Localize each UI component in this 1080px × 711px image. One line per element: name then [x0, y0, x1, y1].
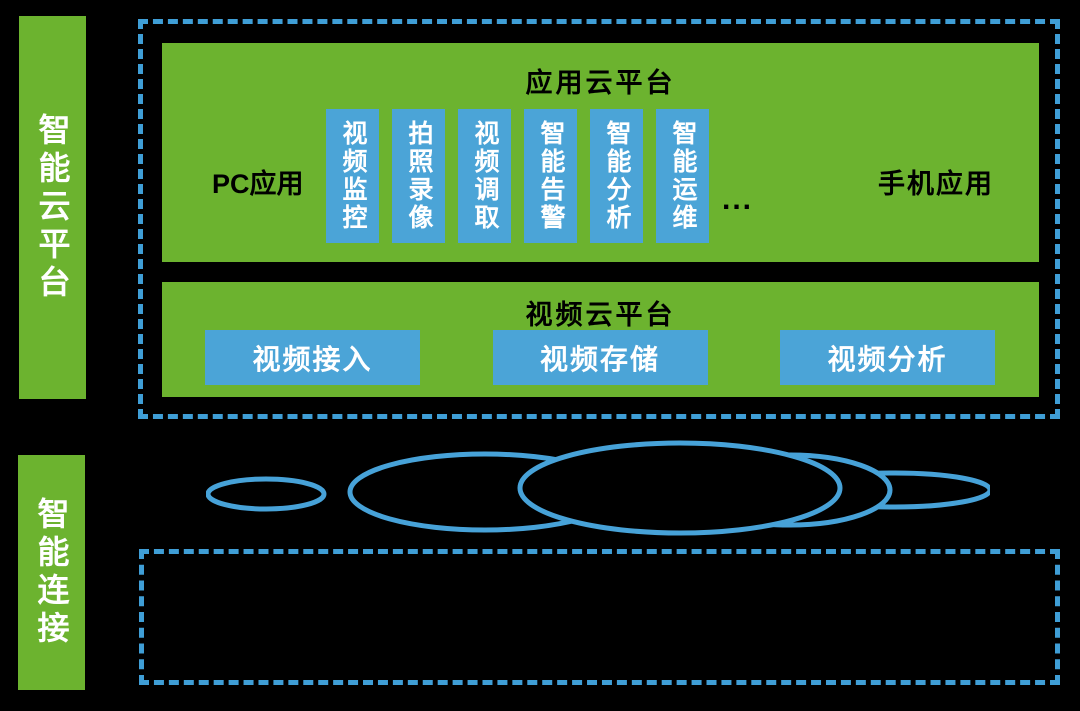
module-tile-photo-record: 拍照录像	[392, 109, 445, 243]
app-cloud-platform-box: 应用云平台 PC应用 视频监控 拍照录像 视频调取 智能告警 智能分析	[162, 43, 1039, 262]
smart-cloud-platform-group: 应用云平台 PC应用 视频监控 拍照录像 视频调取 智能告警 智能分析	[138, 19, 1060, 419]
module-tile-video-retrieve: 视频调取	[458, 109, 511, 243]
module-tile-label: 智能运维	[669, 120, 697, 232]
module-tile-smart-alert: 智能告警	[524, 109, 577, 243]
video-cloud-platform-box: 视频云平台 视频接入 视频存储 视频分析	[162, 282, 1039, 397]
video-module-storage: 视频存储	[492, 330, 708, 385]
module-tile-label: 智能分析	[603, 120, 631, 232]
video-modules-row: 视频接入 视频存储 视频分析	[205, 330, 995, 385]
side-bar-smart-cloud-platform: 智能云平台	[19, 16, 86, 399]
cloud-icon	[206, 440, 990, 536]
module-tile-smart-analysis: 智能分析	[590, 109, 643, 243]
side-bar-smart-connection: 智能连接	[18, 455, 85, 690]
module-tile-label: 拍照录像	[405, 120, 433, 232]
pc-app-label: PC应用	[212, 169, 304, 199]
ellipsis-label: ...	[722, 183, 754, 216]
video-platform-title: 视频云平台	[525, 300, 676, 330]
app-platform-title: 应用云平台	[525, 68, 676, 98]
module-tile-label: 视频监控	[339, 120, 367, 232]
mobile-app-label: 手机应用	[878, 169, 994, 199]
app-modules-row: 视频监控 拍照录像 视频调取 智能告警 智能分析 智能运维	[326, 109, 709, 243]
smart-connection-group	[139, 549, 1060, 685]
module-tile-label: 智能告警	[537, 120, 565, 232]
video-module-analysis: 视频分析	[780, 330, 995, 385]
module-tile-label: 视频调取	[471, 120, 499, 232]
side-bar-label: 智能云平台	[34, 112, 71, 303]
module-tile-video-monitor: 视频监控	[326, 109, 379, 243]
side-bar-label: 智能连接	[33, 496, 70, 649]
video-module-access: 视频接入	[205, 330, 420, 385]
module-tile-smart-ops: 智能运维	[656, 109, 709, 243]
